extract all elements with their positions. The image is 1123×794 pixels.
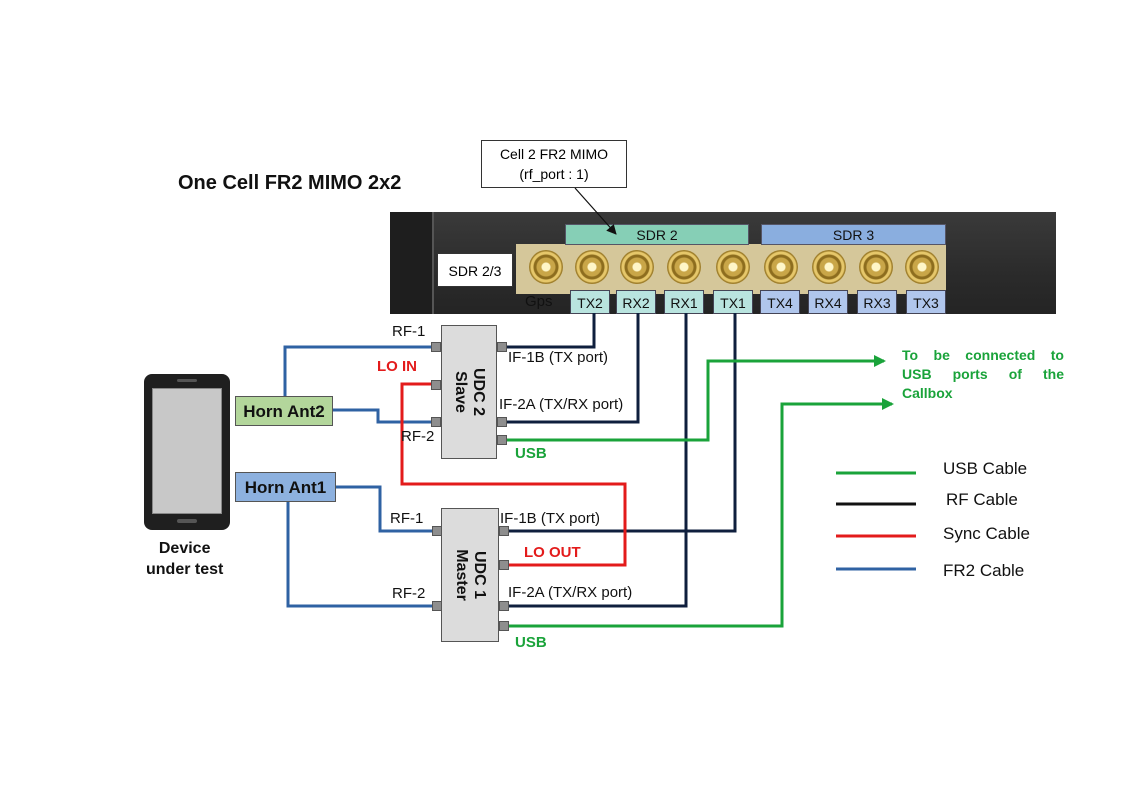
udc1-name: UDC 1 [470,549,488,601]
udc1-if2a-pin [499,601,509,611]
udc2-if2a-label: IF-2A (TX/RX port) [499,396,623,413]
udc2-usb-pin [497,435,507,445]
udc2-if1b-label: IF-1B (TX port) [508,349,608,366]
udc2-rf2-pin [431,417,441,427]
phone-speaker [177,379,197,382]
udc1-usb-label: USB [515,634,547,651]
udc1-rf1-pin [432,526,442,536]
horn-antenna-2: Horn Ant2 [235,396,333,426]
dut-line-2: under test [146,559,223,580]
udc2-slave-box: UDC 2 Slave [441,325,497,459]
udc2-usb-label: USB [515,445,547,462]
usb-connection-note: To be connected to USB ports of the Call… [902,346,1064,403]
udc1-rf2-pin [432,601,442,611]
udc1-rf2-label: RF-2 [392,585,425,602]
callout-pointer [575,188,616,234]
udc2-rf2-label: RF-2 [401,428,434,445]
udc2-lo-in-pin [431,380,441,390]
udc1-if1b-label: IF-1B (TX port) [500,510,600,527]
phone-home-bar [177,519,197,523]
usb-note-line-2: USB ports of the [902,365,1064,384]
smartphone-icon [144,374,230,530]
device-under-test-label: Device under test [146,538,223,580]
usb-note-line-3: Callbox [902,384,1064,403]
legend-swatches [836,473,916,569]
dut-line-1: Device [146,538,223,559]
usb-note-line-1: To be connected to [902,346,1064,365]
udc1-role: Master [452,549,470,601]
udc2-text: UDC 2 Slave [451,368,487,416]
udc2-if2a-pin [497,417,507,427]
udc2-rf1-pin [431,342,441,352]
udc1-if1b-pin [499,526,509,536]
horn-antenna-1: Horn Ant1 [235,472,336,502]
legend-usb-label: USB Cable [943,459,1027,479]
legend-fr2-label: FR2 Cable [943,561,1024,581]
udc1-lo-out-pin [499,560,509,570]
udc2-role: Slave [451,368,469,416]
lo-in-label: LO IN [377,358,417,375]
fr2-cable-horn2-rf2 [333,410,435,422]
udc2-if1b-pin [497,342,507,352]
udc1-rf1-label: RF-1 [390,510,423,527]
udc1-text: UDC 1 Master [452,549,488,601]
rf-cable-tx2 [507,313,594,347]
udc1-master-box: UDC 1 Master [441,508,499,642]
lo-out-label: LO OUT [524,544,581,561]
udc1-usb-pin [499,621,509,631]
udc1-if2a-label: IF-2A (TX/RX port) [508,584,632,601]
phone-screen [152,388,222,514]
legend-rf-label: RF Cable [946,490,1018,510]
legend-sync-label: Sync Cable [943,524,1030,544]
udc2-name: UDC 2 [469,368,487,416]
udc2-rf1-label: RF-1 [392,323,425,340]
